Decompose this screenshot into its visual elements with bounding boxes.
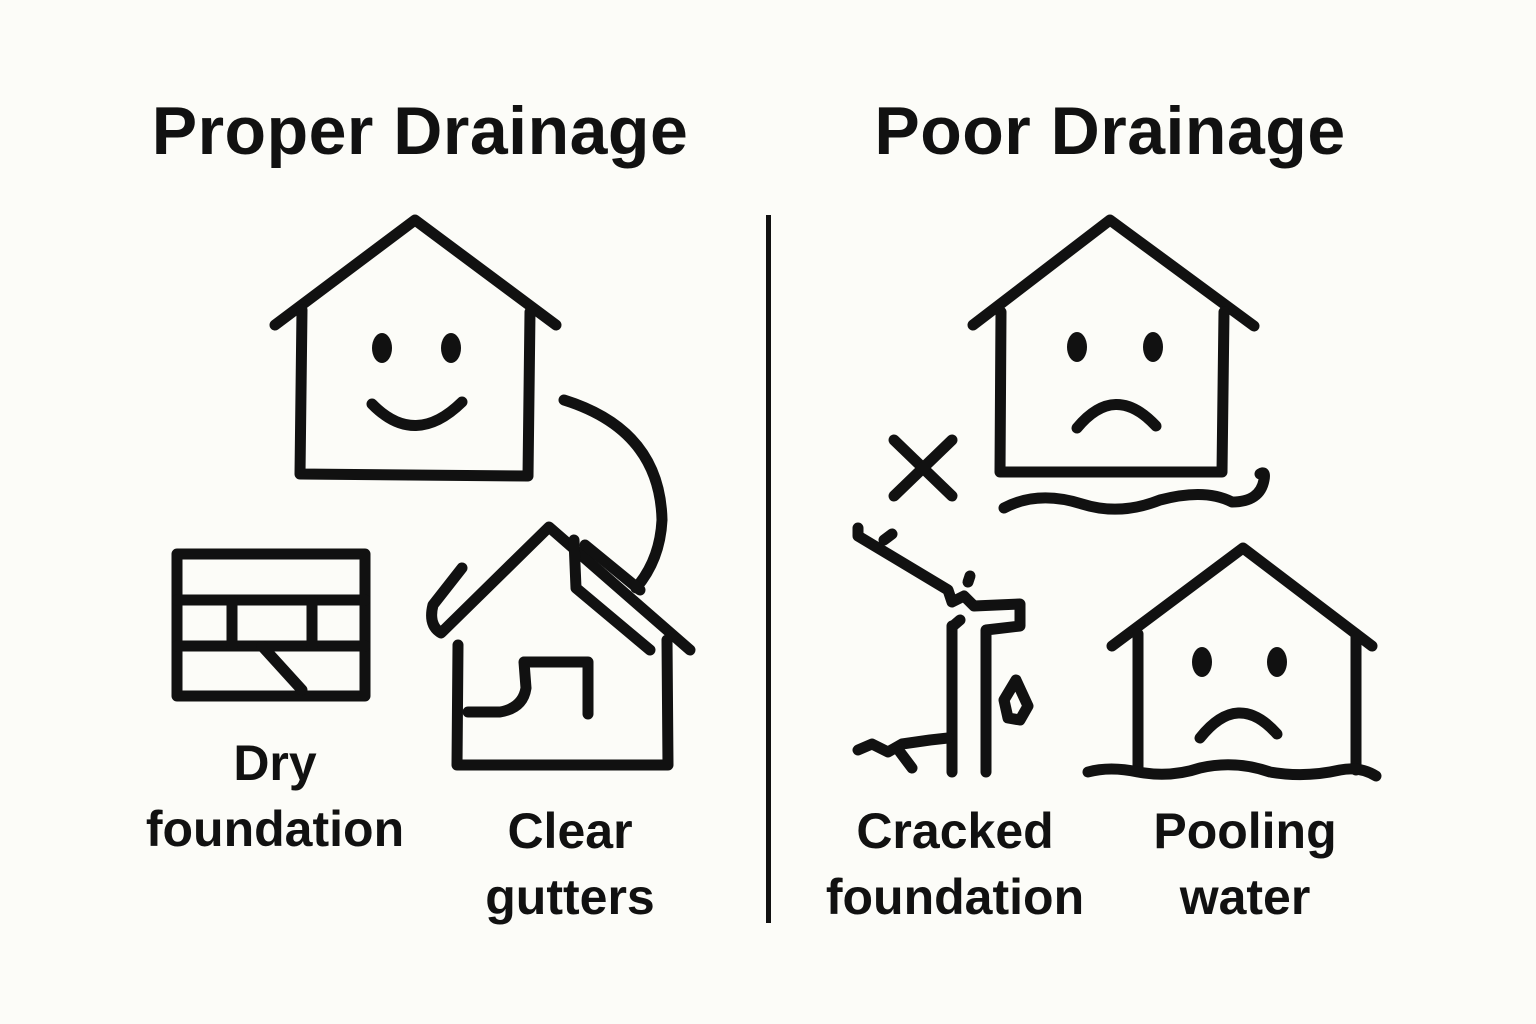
clear-gutters-label-line2: gutters <box>485 869 655 925</box>
pooling-water-label: Pooling water <box>1120 798 1370 930</box>
clear-gutter-house-icon <box>426 521 696 771</box>
sad-house-water-icon <box>967 214 1270 515</box>
flooded-sad-house-icon <box>1082 542 1382 782</box>
cracked-foundation-label-line2: foundation <box>825 869 1085 925</box>
poor-drainage-heading: Poor Drainage <box>874 93 1346 169</box>
cracked-foundation-gutter-icon <box>852 522 1034 778</box>
center-divider <box>766 215 771 923</box>
cracked-foundation-label: Cracked foundation <box>810 798 1100 930</box>
pooling-water-label-line1: Pooling <box>1153 803 1337 859</box>
x-mark-icon <box>888 434 958 502</box>
proper-drainage-heading: Proper Drainage <box>151 93 689 169</box>
clear-gutters-label: Clear gutters <box>450 798 690 930</box>
dry-foundation-label-line2: foundation <box>145 801 405 857</box>
clear-gutters-label-line1: Clear <box>507 803 633 859</box>
dry-foundation-brick-icon <box>171 548 371 702</box>
cracked-foundation-label-line1: Cracked <box>856 803 1054 859</box>
dry-foundation-label: Dry foundation <box>130 730 420 862</box>
pooling-water-label-line2: water <box>1179 869 1311 925</box>
happy-house-icon <box>269 214 668 594</box>
dry-foundation-label-line1: Dry <box>233 735 317 791</box>
